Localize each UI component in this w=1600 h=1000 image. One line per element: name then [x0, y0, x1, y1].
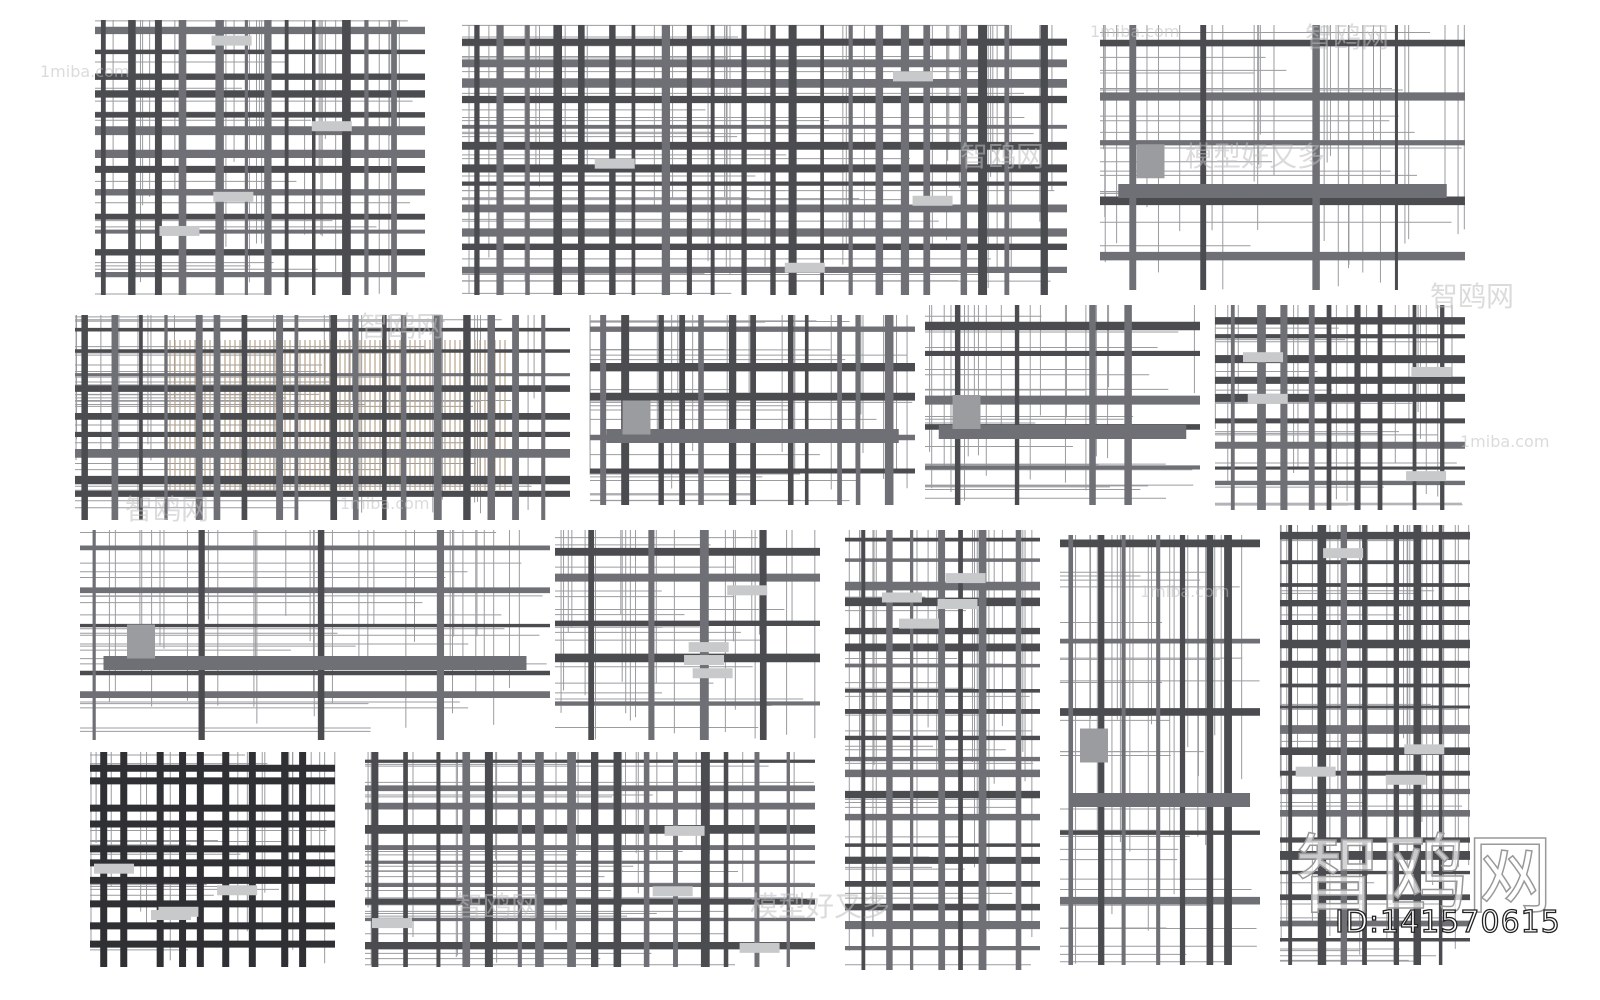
pipe-panel-3 — [1100, 25, 1465, 290]
cable-tray — [211, 35, 252, 46]
cable-tray — [899, 618, 940, 629]
cable-tray — [217, 885, 258, 896]
cable-tray — [727, 585, 768, 596]
cable-tray — [151, 909, 192, 920]
pipe-panel-8 — [80, 530, 550, 740]
pipe-panel-1 — [95, 20, 425, 295]
pipe-panel-12 — [1279, 525, 1470, 965]
pipe-panel-10 — [845, 530, 1040, 970]
cable-tray — [93, 863, 134, 874]
duct-box — [952, 395, 981, 429]
cable-tray — [692, 668, 733, 679]
cable-tray — [652, 886, 693, 897]
cable-tray — [1243, 352, 1284, 363]
cable-tray — [1385, 774, 1426, 785]
cable-tray — [371, 918, 412, 929]
cable-tray — [912, 195, 953, 206]
pipe-panel-13 — [90, 752, 336, 967]
air-duct — [606, 429, 899, 443]
model-id-label: ID:141570615 — [1334, 904, 1561, 940]
cable-tray — [311, 121, 352, 132]
air-duct — [103, 656, 527, 670]
cable-tray — [784, 262, 825, 273]
pipe-panel-6 — [925, 305, 1200, 505]
cable-tray — [739, 942, 780, 953]
air-duct — [938, 425, 1187, 439]
cable-tray — [1411, 366, 1452, 377]
cable-tray — [1295, 766, 1336, 777]
pipe-panel-7 — [1214, 305, 1465, 510]
cable-tray — [1247, 393, 1288, 404]
cable-tray — [881, 592, 922, 603]
cable-tray — [684, 655, 725, 666]
pipe-panel-5 — [589, 315, 915, 505]
cable-tray — [1323, 548, 1364, 559]
pipe-panel-4 — [75, 315, 570, 520]
duct-box — [127, 624, 155, 659]
pipe-panel-2 — [462, 24, 1067, 295]
duct-box — [1080, 728, 1108, 763]
cable-tray — [1404, 744, 1445, 755]
cable-tray — [688, 642, 729, 653]
cable-tray — [213, 191, 254, 202]
pipe-panel-14 — [365, 752, 815, 967]
cable-tray — [1406, 471, 1447, 482]
cable-tray — [945, 573, 986, 584]
duct-box — [622, 400, 651, 435]
air-duct — [1070, 793, 1250, 807]
cable-tray — [664, 825, 705, 836]
cable-tray — [892, 71, 933, 82]
duct-box — [1136, 144, 1165, 179]
air-duct — [1118, 184, 1447, 198]
cable-tray — [159, 225, 200, 236]
pipe-panel-9 — [555, 530, 820, 740]
pipe-panel-11 — [1060, 535, 1260, 965]
cable-tray — [594, 158, 635, 169]
cable-tray — [937, 599, 978, 610]
